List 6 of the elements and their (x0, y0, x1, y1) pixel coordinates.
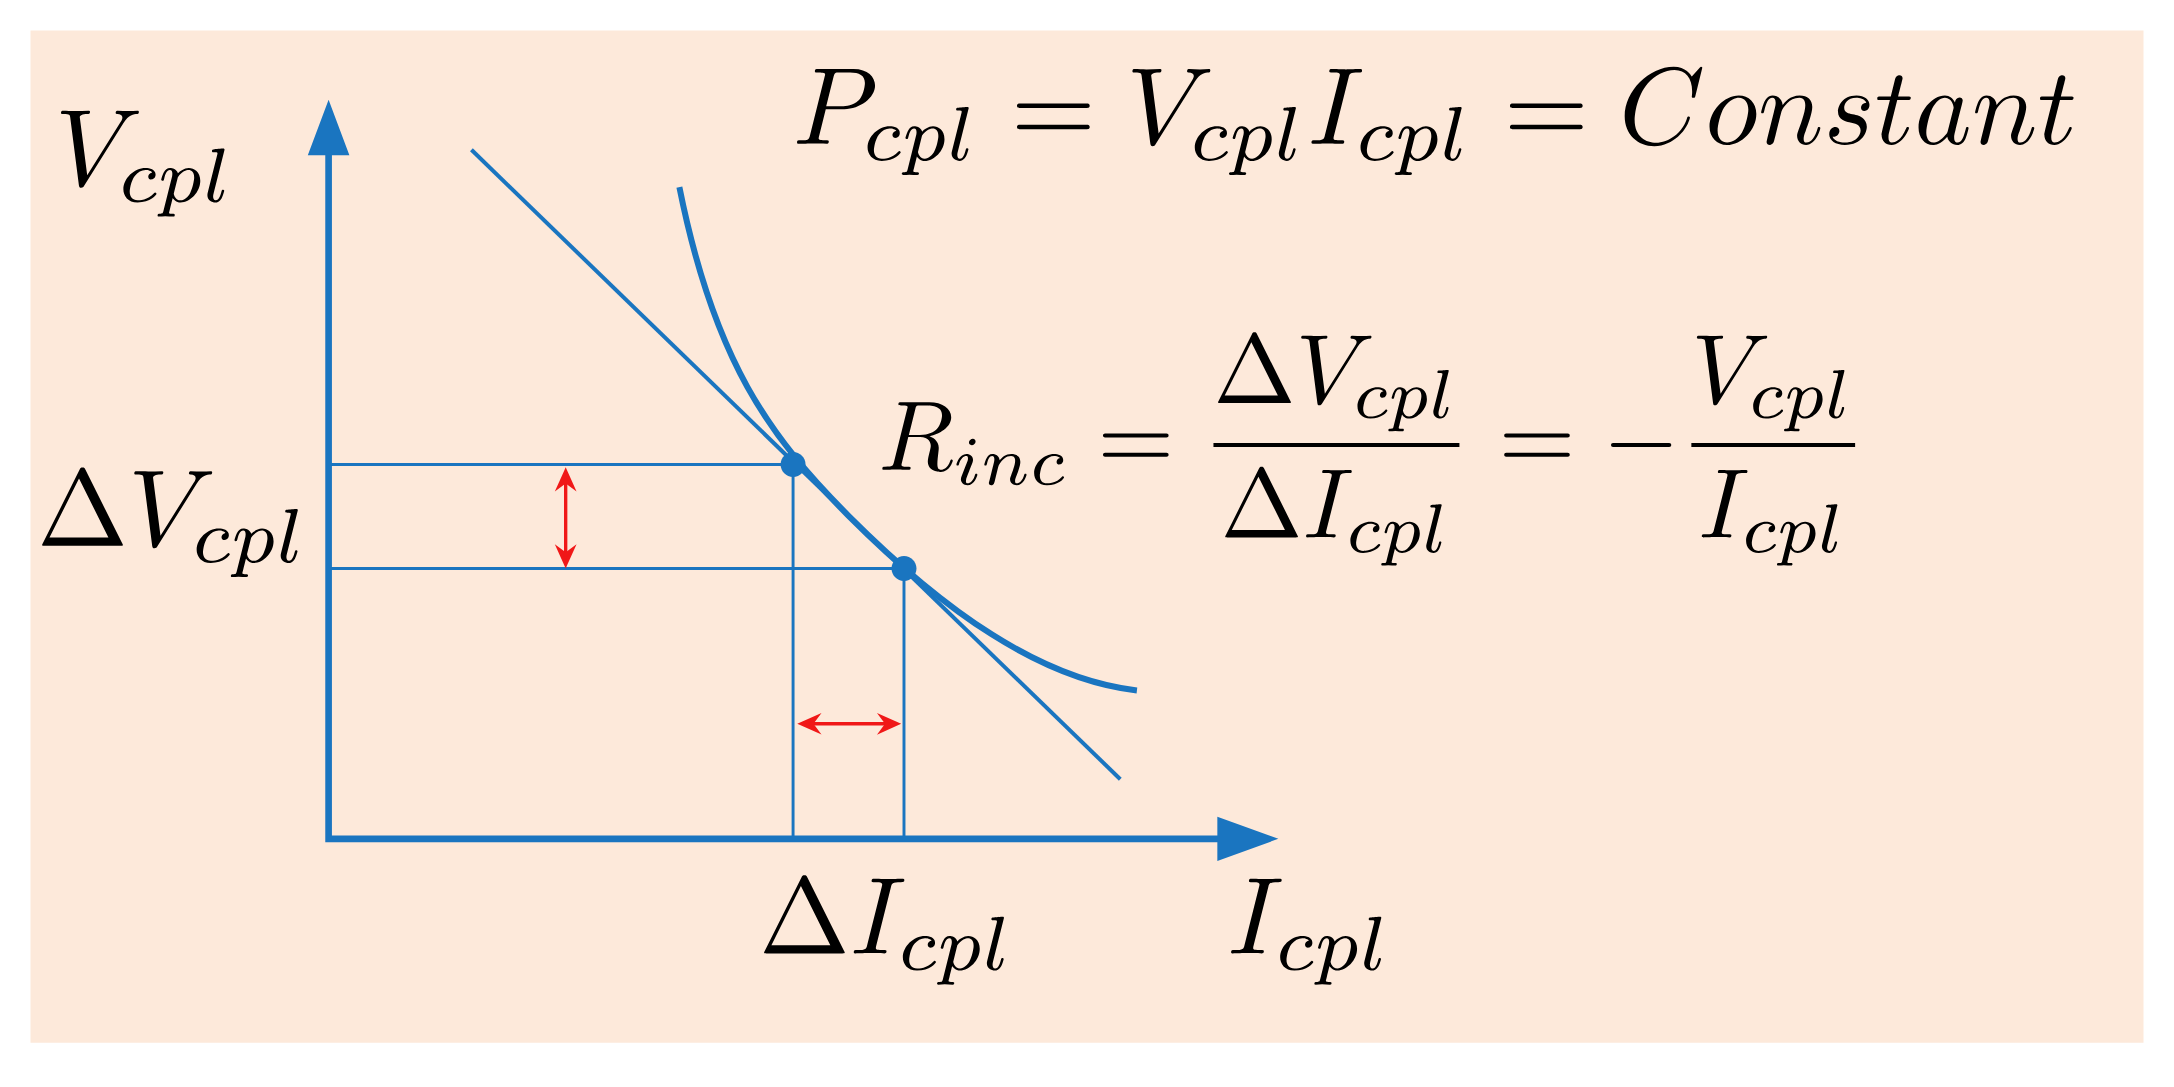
axis-label: $\Delta V_{cpl}$ (42, 467, 298, 578)
axis-label: $\Delta I_{cpl}$ (764, 875, 1004, 985)
formula: $P_{cpl} = V_{cpl}I_{cpl} = Constant$ (797, 66, 2074, 175)
axis-label: $V_{cpl}$ (61, 110, 225, 217)
formula: $R_{inc} = \frac{\Delta V_{cpl}}{\Delta I_{cpl}} = -\frac{V_{cpl}}{I_{cpl}}$ (882, 332, 1856, 566)
axis-label: $I_{cpl}$ (1231, 878, 1382, 985)
